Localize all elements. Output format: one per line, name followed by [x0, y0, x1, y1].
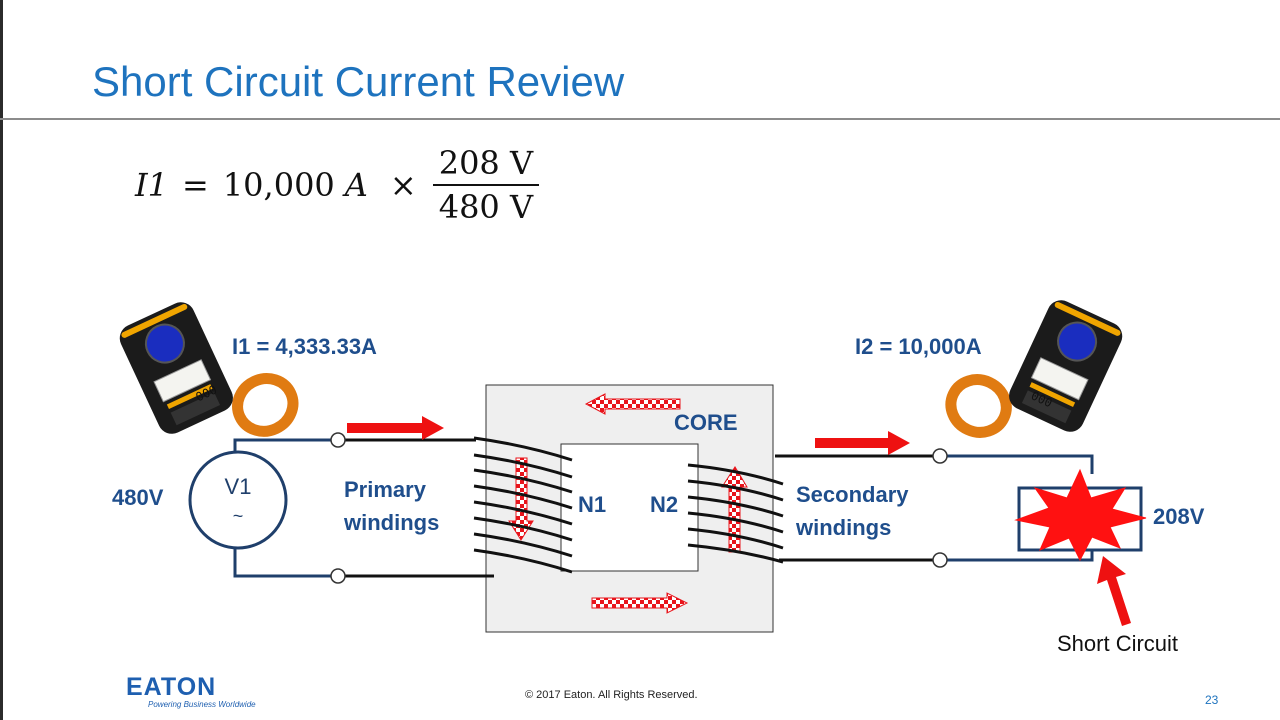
- primary-terminal-bottom: [330, 568, 346, 584]
- n1-label: N1: [578, 492, 606, 517]
- primary-windings: [473, 436, 573, 574]
- current-equation: I1 = 10,000 A × 208 V 480 V: [135, 144, 540, 226]
- equation-lhs: I1: [135, 166, 168, 204]
- short-circuit-label: Short Circuit: [1057, 631, 1178, 656]
- slide-frame-edge: [0, 0, 3, 720]
- page-number: 23: [1205, 693, 1219, 707]
- primary-current-label: I1 = 4,333.33A: [232, 334, 377, 359]
- clamp-meter-right-icon: [945, 300, 1123, 438]
- primary-windings-label-line1: Primary: [344, 477, 427, 502]
- secondary-terminal-bottom: [932, 552, 948, 568]
- transformer-core: [485, 384, 774, 633]
- secondary-windings-label-line2: windings: [795, 515, 891, 540]
- secondary-windings: [687, 463, 784, 564]
- primary-current-arrow: [347, 416, 444, 440]
- voltage-source: [188, 450, 288, 550]
- core-label: CORE: [674, 410, 738, 435]
- equation-times: ×: [389, 166, 417, 204]
- equation-amount: 10,000: [222, 166, 335, 204]
- logo-wordmark: EATON: [126, 673, 217, 701]
- primary-windings-label-line2: windings: [343, 510, 439, 535]
- primary-terminal-top: [330, 432, 346, 448]
- secondary-current-arrow: [815, 431, 910, 455]
- equation-denominator: 480 V: [438, 188, 534, 226]
- secondary-windings-label-line1: Secondary: [796, 482, 909, 507]
- n2-label: N2: [650, 492, 678, 517]
- fault-pointer-arrow: [1097, 556, 1131, 626]
- equation-numerator: 208 V: [432, 144, 540, 186]
- copyright-notice: © 2017 Eaton. All Rights Reserved.: [525, 689, 698, 701]
- clamp-meter-left-icon: [119, 302, 299, 437]
- equation-unit: A: [344, 166, 368, 204]
- secondary-current-label: I2 = 10,000A: [855, 334, 982, 359]
- eaton-logo: EATON Powering Business Worldwide: [126, 673, 256, 710]
- source-voltage-label: 480V: [112, 485, 164, 510]
- source-name: V1: [225, 474, 252, 499]
- flux-arrow-top: [584, 393, 681, 415]
- equation-equals: =: [182, 166, 209, 204]
- load-voltage-label: 208V: [1153, 504, 1205, 529]
- title-divider: [0, 118, 1280, 120]
- source-ac-symbol: ~: [233, 506, 244, 526]
- fault-explosion-icon: [1014, 468, 1147, 562]
- flux-arrow-bottom: [591, 592, 689, 614]
- logo-tagline: Powering Business Worldwide: [148, 700, 256, 709]
- secondary-terminal-top: [932, 448, 948, 464]
- equation-fraction: 208 V 480 V: [432, 144, 540, 226]
- slide-title: Short Circuit Current Review: [92, 58, 625, 105]
- secondary-wires: [775, 454, 1094, 562]
